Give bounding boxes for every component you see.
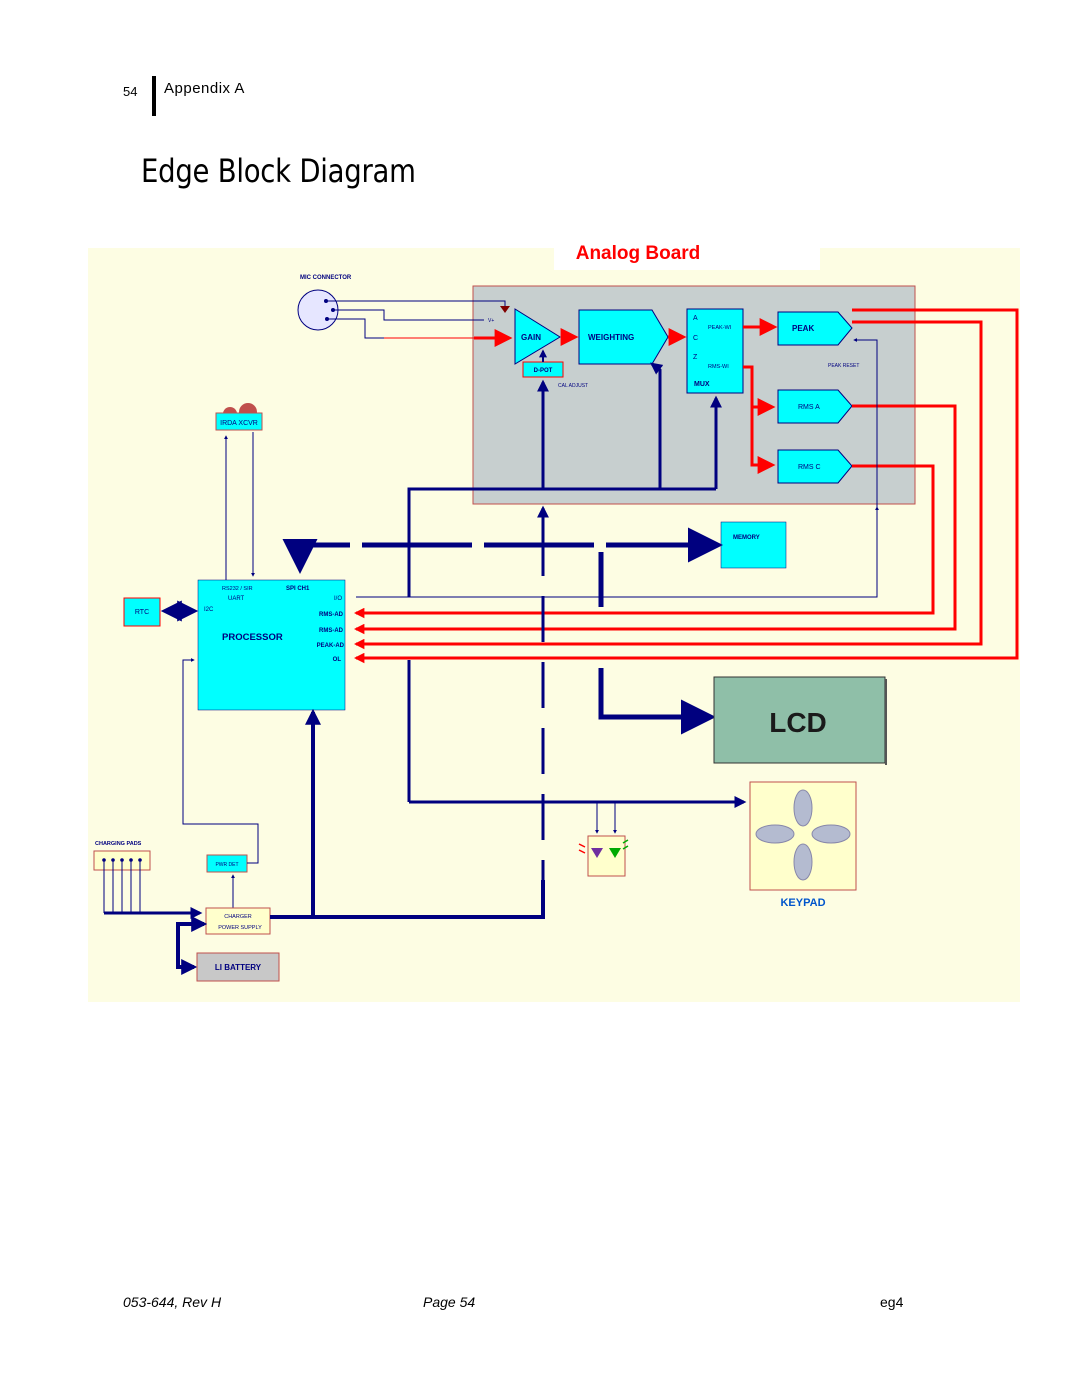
pwr-det-to-proc (182, 658, 259, 864)
power-supply-label: POWER SUPPLY (218, 925, 262, 931)
keypad-left-key-icon (755, 824, 795, 844)
pin-ol-label: OL (333, 657, 342, 663)
processor-block (197, 579, 346, 711)
peak-output-ol (353, 308, 1019, 664)
peak-label: PEAK (792, 324, 814, 333)
weighting-control (650, 362, 664, 489)
charging-pads-label: CHARGING PADS (95, 841, 142, 847)
keypad-label: KEYPAD (780, 897, 825, 909)
rms-a-output (353, 404, 957, 635)
rms-c-label: RMS C (798, 464, 821, 471)
pwr-det-label: PWR DET (215, 862, 238, 868)
pin-rms-ad-2-label: RMS-AD (319, 628, 344, 634)
rms-c-output (353, 464, 935, 619)
irda-label: IRDA XCVR (220, 420, 258, 427)
memory-block (720, 521, 787, 569)
led-green-rays-icon (622, 839, 629, 850)
pin-rms-ad-1-label: RMS-AD (319, 612, 344, 618)
page-title: Edge Block Diagram (141, 152, 416, 190)
footer-code: eg4 (880, 1294, 904, 1310)
gain-amplifier (514, 308, 561, 365)
led-red-rays-icon (578, 843, 586, 854)
header-page-number: 54 (123, 84, 138, 99)
rtc-label: RTC (135, 609, 149, 616)
led-block (587, 835, 626, 877)
charger-block (205, 907, 271, 935)
mic-wire (333, 309, 484, 321)
mux-to-rms (743, 365, 776, 474)
spi-bus (282, 527, 723, 574)
mux-label: MUX (694, 381, 710, 388)
lcd-bus (598, 668, 716, 735)
cal-adjust-label: CAL ADJUST (558, 383, 588, 389)
lcd-label: LCD (769, 707, 827, 738)
peak-reset-label: PEAK RESET (828, 363, 859, 369)
proc-spi-label: SPI CH1 (286, 586, 310, 592)
charger-label: CHARGER (224, 914, 252, 920)
led-red-icon (591, 848, 603, 858)
charging-pad-wires (103, 860, 141, 913)
led-green-icon (609, 848, 621, 858)
lcd-shadow (885, 679, 887, 765)
vplus-label: V+ (488, 318, 494, 324)
rtc-block (123, 597, 161, 627)
peak-wi-label: PEAK-WI (708, 325, 732, 331)
mic-wire (327, 300, 506, 307)
peak-output-ad (353, 320, 983, 650)
pin-peak-ad-label: PEAK-AD (317, 643, 345, 649)
lcd-block (713, 676, 886, 764)
charging-pad-dots-icon (102, 858, 142, 862)
irda-block (215, 412, 263, 431)
keypad-right-key-icon (811, 824, 851, 844)
weighting-label: WEIGHTING (588, 333, 634, 342)
gain-label: GAIN (521, 333, 541, 342)
rms-c-detector (777, 449, 853, 484)
proc-rs232-label: RS232 / SIR (222, 586, 253, 592)
header-section: Appendix A (164, 80, 245, 97)
mux-input-a: A (693, 315, 698, 322)
power-to-bus (270, 880, 545, 919)
battery-block (196, 952, 280, 982)
mic-connector-label: MIC CONNECTOR (300, 275, 352, 281)
footer-doc-number: 053-644, Rev H (123, 1294, 222, 1310)
pin-io-label: I/O (334, 596, 342, 602)
charger-to-battery (176, 916, 208, 975)
peak-reset-line (356, 338, 878, 598)
keypad-down-key-icon (793, 843, 813, 881)
mux-block (686, 308, 744, 394)
memory-label: MEMORY (733, 535, 760, 541)
peak-detector (777, 311, 853, 346)
vplus-arrow-icon (500, 306, 510, 313)
header-divider (152, 76, 156, 116)
analog-board-label: Analog Board (576, 243, 701, 264)
rms-a-detector (777, 389, 853, 424)
mux-input-c: C (693, 335, 698, 342)
rms-a-label: RMS A (798, 404, 820, 411)
footer-page: Page 54 (423, 1294, 476, 1310)
proc-uart-label: UART (228, 596, 245, 602)
mic-pin-icon (324, 299, 328, 303)
processor-label: PROCESSOR (222, 632, 283, 643)
rms-wi-label: RMS-WI (708, 364, 729, 370)
dpot-label: D-POT (534, 368, 553, 374)
keypad-up-key-icon (793, 789, 813, 827)
battery-label: LI BATTERY (215, 963, 262, 972)
proc-i2c-label: I2C (204, 607, 214, 613)
weighting-block (578, 309, 669, 365)
mux-input-z: Z (693, 354, 698, 361)
